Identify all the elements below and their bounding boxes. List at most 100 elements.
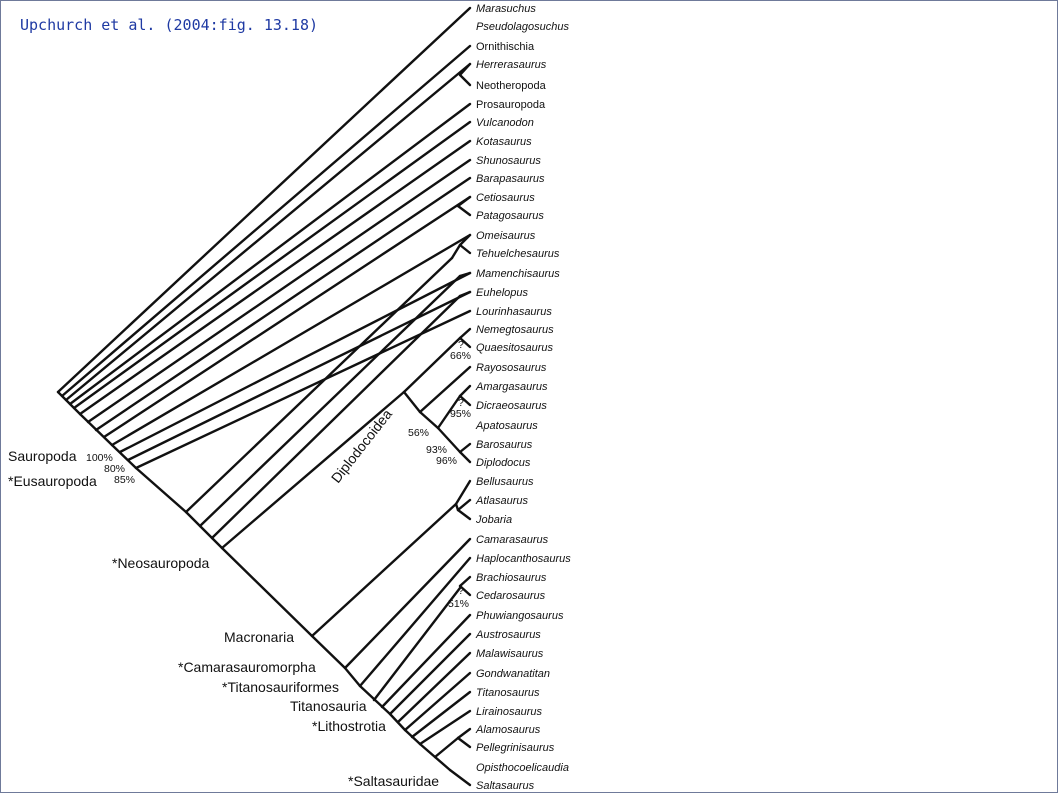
branch-nemegtosaurus-group [402,336,462,394]
uncertain-mark-q51: ? [458,585,464,597]
taxon-label: Titanosaurus [476,687,540,699]
backbone-edge [110,443,138,470]
support-value-s80: 80% [104,463,125,475]
taxon-label: Apatosaurus [475,420,538,432]
branch-to-Saltasaurus [448,768,472,787]
taxon-label: Barapasaurus [476,173,545,185]
taxon-label: Malawisaurus [476,648,544,660]
branch-to-Mamenchisaurus-tip [458,271,472,278]
branch-to-Prosauropoda [68,102,472,406]
clade-label-lithostrotia: *Lithostrotia [312,718,386,734]
taxon-label: Vulcanodon [476,117,534,129]
taxon-label: Amargasaurus [475,381,548,393]
branch-to-Titanosaurus [410,690,472,739]
taxon-label: Barosaurus [476,439,533,451]
clade-label-eusauropoda: *Eusauropoda [8,473,97,489]
caption-author: Upchurch et al. [20,16,156,34]
taxon-label: Omeisaurus [476,230,536,242]
stem-brachiosaurus-group [372,586,462,702]
taxon-label: Cetiosaurus [476,192,535,204]
taxon-label: Neotheropoda [476,80,547,92]
support-value-s93: 93% [426,444,447,456]
fork-bottom-omeisaurus [458,243,472,255]
taxon-label: Pseudolagosuchus [476,21,569,33]
taxon-label: Haplocanthosaurus [476,553,571,565]
fork-top-brachiosaurus [458,575,472,588]
taxon-label: Phuwiangosaurus [476,610,564,622]
branch-to-Austrosaurus [388,632,472,716]
caption-citation: (2004:fig. 13.18) [164,16,319,34]
backbone-edge [343,666,362,688]
branch-to-Shunosaurus [86,158,472,424]
stem-omeisaurus-group [184,256,454,514]
branch-to-Kotasaurus [78,139,472,416]
diplodocoidea-internal-2 [418,410,440,430]
taxon-label: Atlasaurus [475,495,528,507]
stem-alamosaurus-group [433,736,460,759]
taxon-label: Shunosaurus [476,155,541,167]
branch-to-Marasuchus [56,6,472,394]
clade-label-neosauropoda: *Neosauropoda [112,555,210,571]
support-value-s56: 56% [408,427,429,439]
branch-to-Rayososaurus [418,365,472,414]
stem-diplodocoidea [220,390,406,550]
fork-top-nemegtosaurus [458,327,472,340]
clade-label-titanosauriformes: *Titanosauriformes [222,679,339,695]
branch-to-Cetiosaurus [102,195,472,439]
taxon-label: Ornithischia [476,41,535,53]
taxon-label: Jobaria [475,514,512,526]
backbone-edge [184,510,224,550]
fork-top-amargasaurus [458,384,472,398]
backbone-edge [310,634,347,670]
clade-label-titanosauria: Titanosauria [290,698,367,714]
clade-label-saltasauridae: *Saltasauridae [348,773,439,789]
taxon-label: Herrerasaurus [476,59,547,71]
branch-to-Mamenchisaurus [118,271,472,454]
branch-to-Vulcanodon [72,120,472,410]
support-value-s95: 95% [450,408,471,420]
fork-top-omeisaurus [458,233,472,247]
taxon-label: Marasuchus [476,3,536,15]
fork-top-alamosaurus [456,727,472,740]
taxon-label: Pellegrinisaurus [476,742,555,754]
stem-euhelopus [210,294,462,540]
support-value-s51: 51% [448,598,469,610]
taxon-label: Dicraeosaurus [476,400,547,412]
taxon-label: Camarasaurus [476,534,549,546]
branch-to-Camarasaurus [343,537,472,670]
fork-bottom-amargasaurus [458,394,472,407]
figure-caption: Upchurch et al. (2004:fig. 13.18) [20,16,318,34]
branch-to-Barosaurus [458,442,472,454]
branch-to-Phuwiangosaurus [380,613,472,709]
branch-to-Bellusaurus [454,479,472,506]
omeisaurus-join [450,243,462,260]
branch-to-Lourinhasaurus [134,309,472,470]
fork-bottom-brachiosaurus [458,584,472,597]
taxon-label: Diplodocus [476,457,531,469]
taxon-label: Tehuelchesaurus [476,248,560,260]
branch-to-Lirainosaurus [418,709,472,746]
uncertain-mark-q95: ? [458,397,464,409]
taxon-label: Patagosaurus [476,210,544,222]
fork-bottom-herrerasaurus [458,73,472,87]
taxon-label: Quaesitosaurus [476,342,554,354]
taxon-label: Cedarosaurus [476,590,546,602]
fork-bottom-nemegtosaurus [458,336,472,349]
clade-label-camarasauromorpha: *Camarasauromorpha [178,659,316,675]
backbone-edge [134,466,188,514]
taxon-label: Nemegtosaurus [476,324,554,336]
fork-top-cetiosaurus [456,195,472,208]
support-value-s85: 85% [114,474,135,486]
clade-label-macronaria: Macronaria [224,629,294,645]
branch-to-Herrerasaurus [64,62,472,402]
uncertain-mark-q66: ? [458,339,464,351]
stem-atlasaurus-group [310,502,458,638]
taxon-label: Lourinhasaurus [476,306,552,318]
branch-to-Diplodocus [458,450,472,464]
taxon-label: Mamenchisaurus [476,268,560,280]
taxon-label: Opisthocoelicaudia [476,762,569,774]
branch-to-Euhelopus-tip [458,290,472,298]
fork-top-herrerasaurus [458,62,472,77]
